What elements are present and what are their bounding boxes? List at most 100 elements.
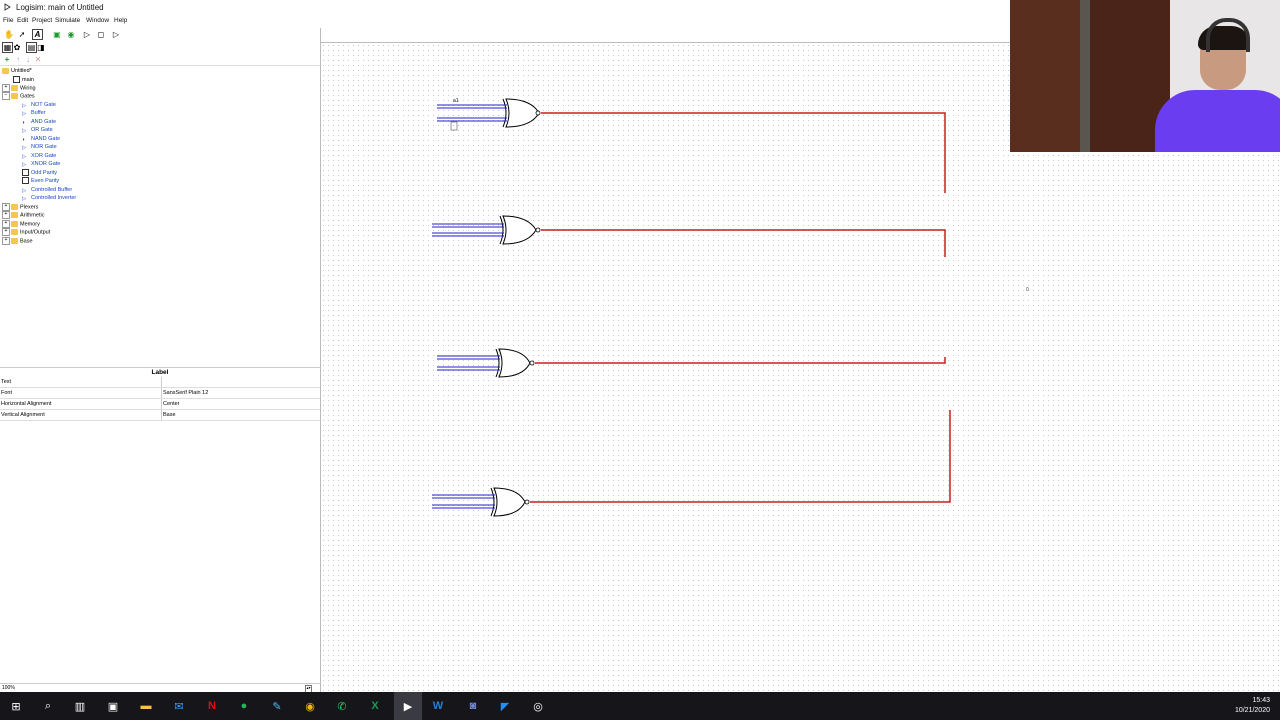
- prop-value-input[interactable]: SansSerif Plain 12: [161, 388, 321, 398]
- xnor-gate-3[interactable]: [495, 348, 535, 378]
- add-circuit-icon[interactable]: +: [4, 54, 10, 64]
- task-view-icon[interactable]: ▥: [74, 700, 86, 713]
- and-gate-tool-icon[interactable]: ◻: [97, 29, 105, 39]
- not-gate-tool-icon[interactable]: ▷: [83, 29, 91, 39]
- input-wires-3[interactable]: [437, 355, 500, 371]
- menu-bar: File Edit Project Simulate Window Help: [0, 15, 1010, 27]
- layout-view-icon[interactable]: ▦: [2, 42, 13, 53]
- menu-edit[interactable]: Edit: [17, 17, 29, 24]
- expand-icon[interactable]: +: [2, 228, 10, 236]
- store-icon[interactable]: ▣: [107, 700, 119, 713]
- tree-item-nand-gate[interactable]: ◗NAND Gate: [22, 136, 61, 143]
- input-wires-4[interactable]: [432, 494, 495, 509]
- tree-item-controlled-buffer[interactable]: ▷Controlled Buffer: [22, 187, 73, 194]
- appearance-view-icon[interactable]: ✿: [13, 42, 21, 52]
- output-wire-3[interactable]: [535, 357, 946, 364]
- folder-icon: [11, 204, 18, 210]
- output-wire-4[interactable]: [530, 410, 951, 503]
- tree-item-or-gate[interactable]: ▷OR Gate: [22, 127, 53, 134]
- delete-circuit-icon[interactable]: ✕: [34, 54, 42, 64]
- menu-project[interactable]: Project: [32, 17, 53, 24]
- toolbox-view-icon[interactable]: ▤: [26, 42, 37, 53]
- text-cursor-box[interactable]: [450, 121, 458, 131]
- simulation-view-icon[interactable]: ◨: [37, 42, 45, 52]
- paint-icon[interactable]: ✎: [272, 700, 282, 713]
- or-gate-tool-icon[interactable]: ▷: [112, 29, 120, 39]
- windows-start-icon[interactable]: ⊞: [11, 700, 21, 713]
- move-down-icon[interactable]: ↓: [26, 54, 30, 64]
- tree-item-xor-gate[interactable]: ▷XOR Gate: [22, 153, 57, 160]
- expand-icon[interactable]: +: [2, 84, 10, 92]
- expand-icon[interactable]: +: [2, 220, 10, 228]
- move-up-icon[interactable]: ↑: [16, 54, 20, 64]
- logisim-icon[interactable]: ▶: [403, 700, 413, 713]
- tree-item-buffer[interactable]: ▷Buffer: [22, 110, 46, 117]
- label-a1[interactable]: a1: [453, 98, 459, 104]
- input-wires-2[interactable]: [432, 223, 504, 237]
- system-clock[interactable]: 15:43 10/21/2020: [1235, 696, 1270, 716]
- expand-icon[interactable]: +: [2, 237, 10, 245]
- output-wire-2[interactable]: [541, 229, 946, 257]
- mail-icon[interactable]: ✉: [174, 700, 184, 713]
- menu-window[interactable]: Window: [86, 17, 110, 24]
- tree-item-even-parity[interactable]: Even Parity: [22, 177, 59, 185]
- tree-item-xnor-gate[interactable]: ▷XNOR Gate: [22, 161, 61, 168]
- tree-item-gates[interactable]: −Gates: [2, 92, 35, 100]
- tree-item-input-output[interactable]: +Input/Output: [2, 228, 50, 236]
- tree-item-plexers[interactable]: +Plexers: [2, 203, 38, 211]
- chrome-icon[interactable]: ◉: [305, 700, 315, 713]
- tree-item-odd-parity[interactable]: Odd Parity: [22, 169, 57, 177]
- tree-project-root[interactable]: Untitled*: [2, 67, 32, 75]
- output-pin-icon[interactable]: ◉: [67, 29, 75, 39]
- zoom-level[interactable]: 100%: [2, 685, 15, 691]
- input-pin-icon[interactable]: ▣: [53, 29, 61, 39]
- prop-value-select[interactable]: Base: [161, 410, 321, 420]
- poke-tool-icon[interactable]: ✋: [4, 29, 14, 39]
- webcam-person: [1155, 90, 1280, 152]
- menu-simulate[interactable]: Simulate: [55, 17, 81, 24]
- stray-label[interactable]: 0: [1026, 287, 1029, 293]
- xnor-gate-2[interactable]: [499, 215, 541, 245]
- select-tool-icon[interactable]: ➚: [18, 29, 26, 39]
- tree-item-controlled-inverter[interactable]: ▷Controlled Inverter: [22, 195, 77, 202]
- prop-value-input[interactable]: [161, 377, 321, 387]
- tree-item-not-gate[interactable]: ▷NOT Gate: [22, 102, 56, 109]
- explorer-toolbar: + ↑ ↓ ✕: [0, 54, 320, 64]
- tree-item-memory[interactable]: +Memory: [2, 220, 40, 228]
- search-icon[interactable]: ⌕: [44, 699, 52, 712]
- xnor-gate-icon: ▷: [22, 161, 27, 168]
- obs-icon[interactable]: ◎: [533, 700, 543, 713]
- netflix-icon[interactable]: N: [208, 700, 216, 712]
- menu-help[interactable]: Help: [114, 17, 128, 24]
- tree-item-nor-gate[interactable]: ▷NOR Gate: [22, 144, 57, 151]
- folder-icon: [11, 229, 18, 235]
- output-wire-1[interactable]: [541, 112, 946, 193]
- tree-item-main[interactable]: main: [13, 76, 34, 84]
- input-wires-1[interactable]: [437, 104, 507, 122]
- tree-item-base[interactable]: +Base: [2, 237, 33, 245]
- expand-icon[interactable]: +: [2, 203, 10, 211]
- prop-value-select[interactable]: Center: [161, 399, 321, 409]
- spotify-icon[interactable]: ●: [240, 700, 248, 712]
- discord-icon[interactable]: ◙: [469, 700, 477, 712]
- webcam-background: [1010, 0, 1080, 152]
- text-tool-icon[interactable]: A: [32, 29, 43, 40]
- vscode-icon[interactable]: ◤: [500, 700, 510, 713]
- xnor-gate-1[interactable]: [502, 98, 541, 128]
- title-bar: Logisim: main of Untitled: [0, 0, 1010, 15]
- folder-icon: [2, 67, 9, 74]
- menu-file[interactable]: File: [3, 17, 14, 24]
- file-explorer-icon[interactable]: ▬: [140, 700, 152, 712]
- tree-item-wiring[interactable]: +Wiring: [2, 84, 36, 92]
- xnor-gate-4[interactable]: [490, 487, 530, 517]
- expand-icon[interactable]: +: [2, 211, 10, 219]
- word-icon[interactable]: W: [432, 700, 444, 712]
- properties-header: Label: [0, 367, 320, 378]
- excel-icon[interactable]: X: [371, 700, 379, 712]
- collapse-icon[interactable]: −: [2, 92, 10, 100]
- whatsapp-icon[interactable]: ✆: [337, 700, 347, 713]
- panel-splitter[interactable]: [320, 28, 321, 692]
- tree-item-arithmetic[interactable]: +Arithmetic: [2, 211, 44, 219]
- tree-item-and-gate[interactable]: ◗AND Gate: [22, 119, 57, 126]
- layout-toolbar: ▦ ✿ ▤ ◨: [0, 41, 320, 53]
